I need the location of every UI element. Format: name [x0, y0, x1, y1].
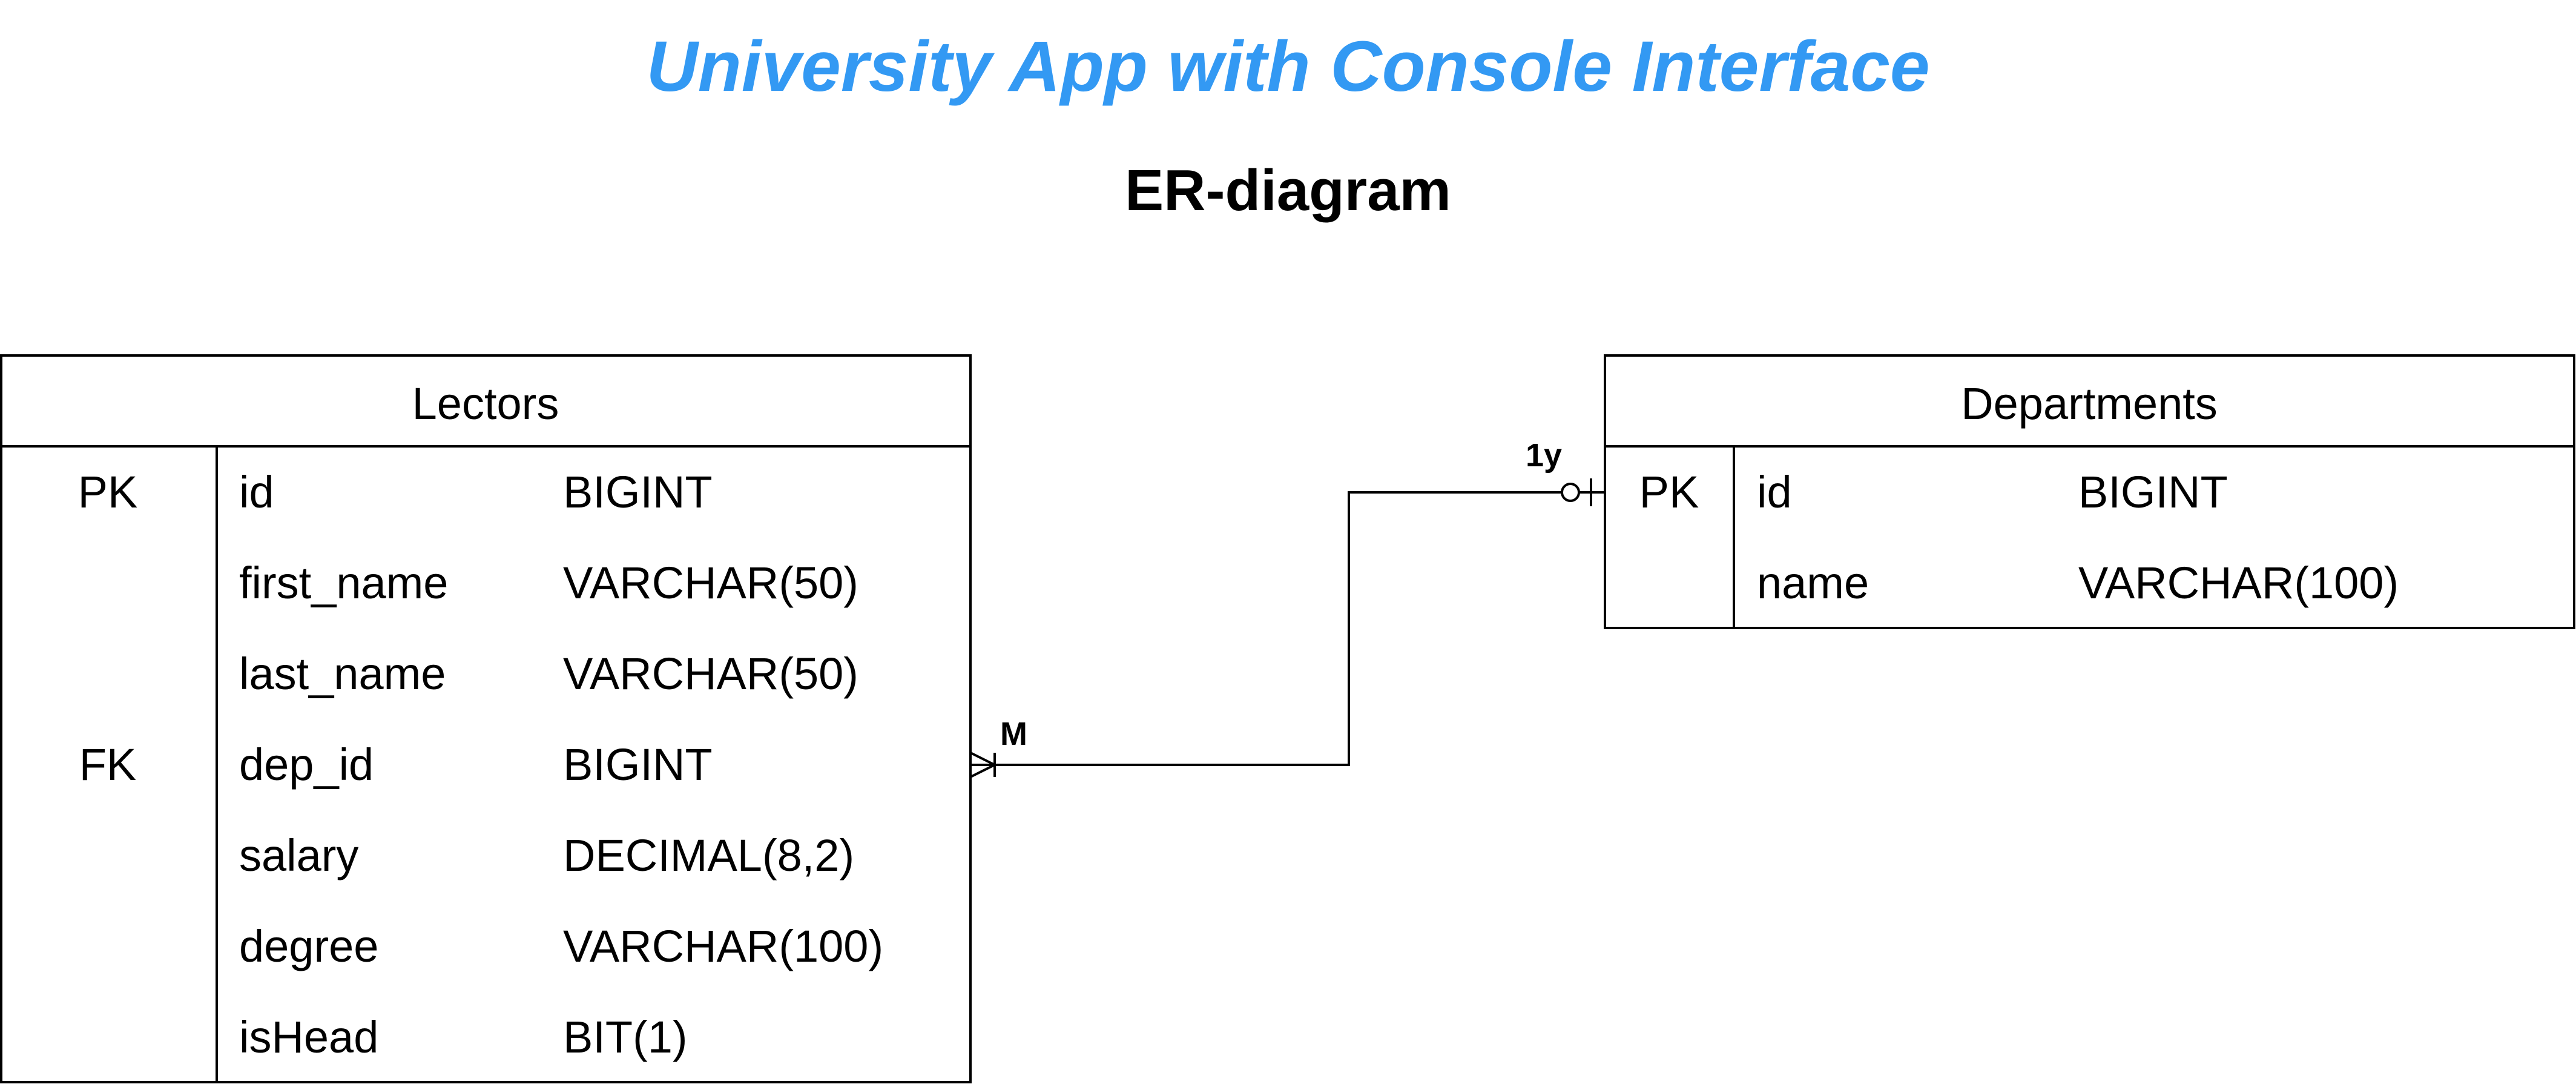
- page-title: University App with Console Interface: [646, 27, 1930, 107]
- lectors-type-cell: VARCHAR(50): [563, 649, 858, 699]
- lectors-key-cell: FK: [79, 739, 137, 790]
- lectors-type-cell: BIGINT: [563, 739, 713, 790]
- diagram-subtitle: ER-diagram: [1125, 158, 1451, 223]
- departments-title: Departments: [1961, 378, 2218, 429]
- departments-type-cell: VARCHAR(100): [2078, 558, 2399, 608]
- lectors-title: Lectors: [412, 378, 559, 429]
- lectors-type-cell: VARCHAR(50): [563, 558, 858, 608]
- lectors-key-cell: PK: [78, 467, 138, 517]
- crows-foot-lower: [970, 764, 995, 778]
- lectors-type-cell: DECIMAL(8,2): [563, 830, 854, 881]
- lectors-field-cell: last_name: [239, 649, 446, 699]
- relationship-line: [970, 491, 1605, 766]
- lectors-type-cell: VARCHAR(100): [563, 921, 883, 971]
- entity-lectors[interactable]: [0, 354, 972, 1083]
- lectors-field-cell: id: [239, 467, 274, 517]
- lectors-box: [0, 354, 972, 1083]
- lectors-type-cell: BIT(1): [563, 1012, 688, 1062]
- cardinality-one-label: 1y: [1526, 437, 1562, 474]
- lectors-field-cell: first_name: [239, 558, 448, 608]
- departments-type-cell: BIGINT: [2078, 467, 2228, 517]
- lectors-field-cell: salary: [239, 830, 358, 881]
- lectors-field-cell: degree: [239, 921, 378, 971]
- departments-field-cell: name: [1757, 558, 1869, 608]
- departments-key-cell: PK: [1639, 467, 1699, 517]
- lectors-field-cell: isHead: [239, 1012, 378, 1062]
- relationship-connector[interactable]: [970, 478, 1605, 778]
- lectors-type-cell: BIGINT: [563, 467, 713, 517]
- lectors-field-cell: dep_id: [239, 739, 374, 790]
- cardinality-many-label: M: [1000, 716, 1027, 752]
- optional-circle: [1561, 483, 1580, 502]
- crows-foot-upper: [970, 752, 995, 766]
- departments-field-cell: id: [1757, 467, 1792, 517]
